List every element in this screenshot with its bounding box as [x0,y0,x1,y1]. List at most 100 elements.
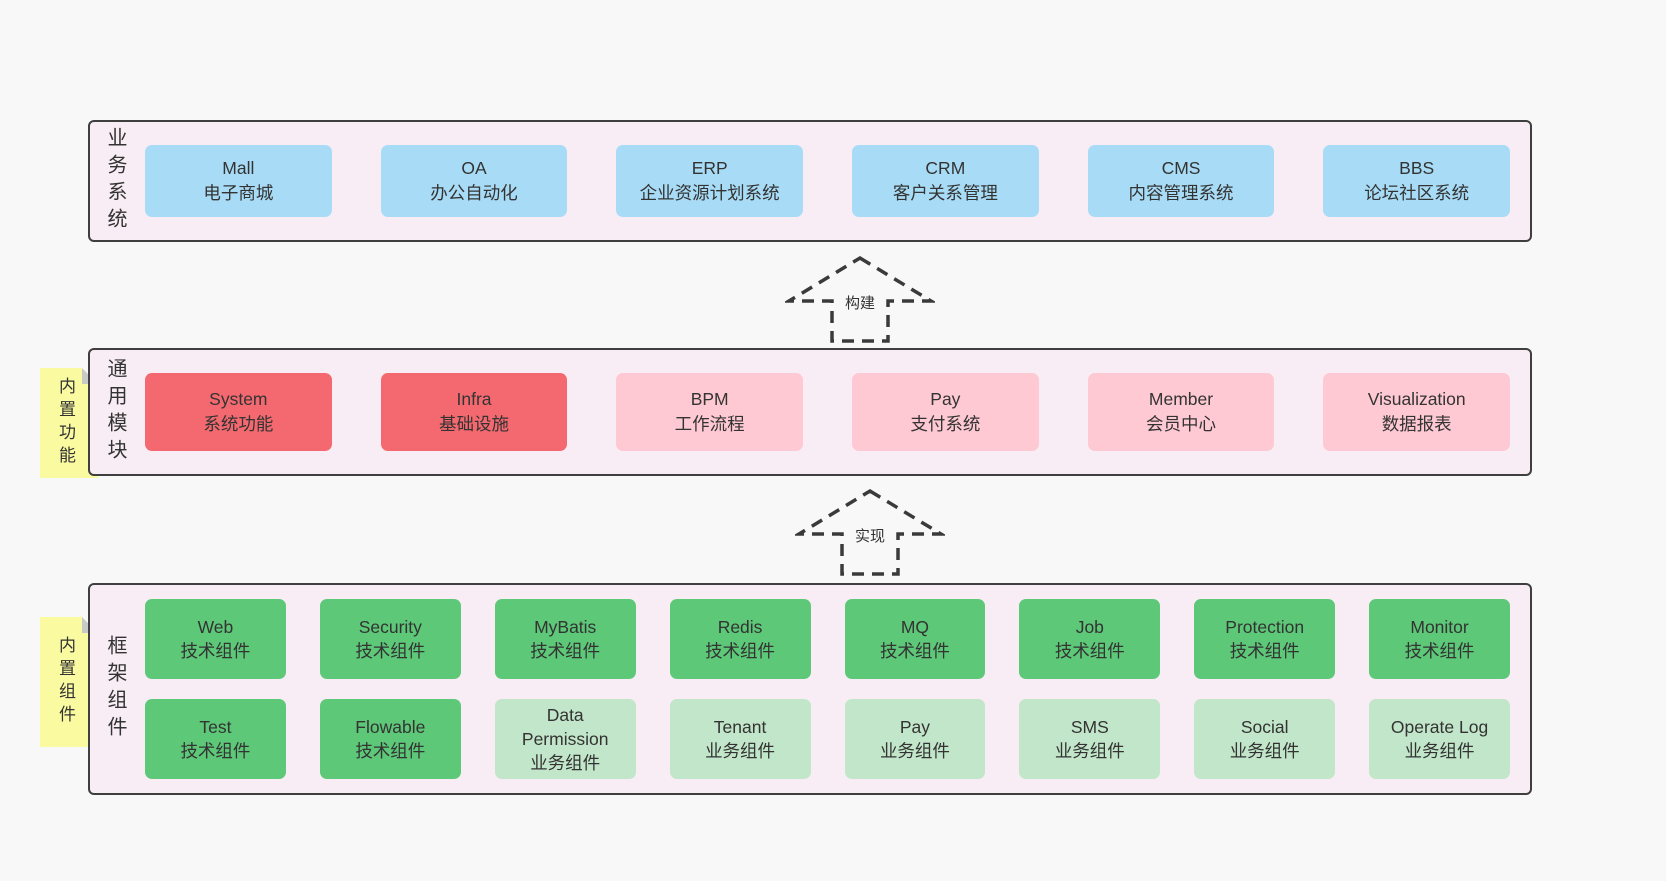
box-subtitle: 企业资源计划系统 [639,183,780,203]
box-subtitle: 技术组件 [530,641,601,661]
box-subtitle: 技术组件 [879,641,950,661]
layer-label-framework-components: 框架组件 [104,635,126,743]
layer-common-modules: 通用模块 System 系统功能 Infra 基础设施 BPM 工作流程 Pay… [88,348,1532,476]
build-arrow: 构建 [785,254,935,344]
box-redis: Redis 技术组件 [669,599,811,679]
box-subtitle: 电子商城 [203,183,274,203]
box-subtitle: 论坛社区系统 [1364,183,1470,203]
layer-label-common-modules: 通用模块 [104,358,126,466]
box-job: Job 技术组件 [1019,599,1161,679]
box-visualization: Visualization 数据报表 [1323,373,1511,451]
box-mybatis: MyBatis 技术组件 [494,599,636,679]
box-crm: CRM 客户关系管理 [852,145,1039,217]
layer-business-systems: 业务系统 Mall 电子商城 OA 办公自动化 ERP 企业资源计划系统 CRM… [88,120,1532,242]
box-subtitle: 办公自动化 [430,183,518,203]
box-bpm: BPM 工作流程 [616,373,804,451]
box-title: Protection [1225,617,1305,637]
box-subtitle: 业务组件 [1404,741,1475,761]
box-title: Test [199,717,232,737]
box-subtitle: 业务组件 [879,741,950,761]
box-protection: Protection 技术组件 [1194,599,1336,679]
up-arrow-icon [795,488,945,576]
box-title: ERP [691,158,728,178]
box-title: SMS [1070,717,1109,737]
implement-arrow-label: 实现 [850,524,890,547]
box-title: Tenant [713,717,767,737]
components-row-1: Web 技术组件 Security 技术组件 MyBatis 技术组件 Redi… [145,599,1510,679]
box-test: Test 技术组件 [145,699,286,779]
box-title: Member [1148,389,1214,409]
box-subtitle: 业务组件 [1054,741,1125,761]
box-title: Data Permission [521,705,609,749]
box-mq: MQ 技术组件 [844,599,986,679]
box-subtitle: 技术组件 [1054,641,1125,661]
box-sms: SMS 业务组件 [1019,699,1161,779]
box-title: Security [358,617,422,637]
box-erp: ERP 企业资源计划系统 [616,145,804,217]
common-modules-row: System 系统功能 Infra 基础设施 BPM 工作流程 Pay 支付系统… [145,350,1511,474]
box-subtitle: 技术组件 [180,641,251,661]
box-title: Flowable [355,717,426,737]
box-title: Monitor [1410,617,1469,637]
box-title: Job [1075,617,1104,637]
box-title: Redis [717,617,763,637]
box-subtitle: 内容管理系统 [1128,183,1234,203]
box-subtitle: 技术组件 [1404,641,1475,661]
box-operate-log: Operate Log 业务组件 [1369,699,1510,779]
sticky-note-label: 内置功能 [56,377,76,469]
components-row-2: Test 技术组件 Flowable 技术组件 Data Permission … [145,699,1510,779]
box-title: Web [197,617,234,637]
box-data-permission: Data Permission 业务组件 [494,699,636,779]
box-title: Operate Log [1390,717,1489,737]
box-subtitle: 技术组件 [355,741,426,761]
build-arrow-label: 构建 [840,291,880,314]
box-title: Social [1240,717,1289,737]
box-subtitle: 业务组件 [1229,741,1300,761]
box-title: System [209,389,268,409]
box-monitor: Monitor 技术组件 [1369,599,1510,679]
box-subtitle: 技术组件 [705,641,776,661]
box-web: Web 技术组件 [145,599,286,679]
box-title: Infra [456,389,492,409]
box-subtitle: 技术组件 [180,741,251,761]
box-tenant: Tenant 业务组件 [669,699,811,779]
framework-components-grid: Web 技术组件 Security 技术组件 MyBatis 技术组件 Redi… [145,599,1510,779]
box-system: System 系统功能 [145,373,332,451]
up-arrow-icon [785,255,935,343]
box-cms: CMS 内容管理系统 [1087,145,1275,217]
box-subtitle: 数据报表 [1381,414,1452,434]
box-title: BPM [690,389,729,409]
box-subtitle: 客户关系管理 [892,183,998,203]
box-subtitle: 基础设施 [439,414,509,434]
box-member: Member 会员中心 [1087,373,1275,451]
box-title: Pay [930,389,961,409]
box-pay-business: Pay 业务组件 [844,699,986,779]
box-infra: Infra 基础设施 [380,373,568,451]
box-title: MQ [900,617,930,637]
box-social: Social 业务组件 [1194,699,1336,779]
box-title: Visualization [1367,389,1466,409]
box-subtitle: 会员中心 [1146,414,1217,434]
box-title: MyBatis [534,617,597,637]
sticky-note-label: 内置组件 [56,636,76,728]
box-pay: Pay 支付系统 [852,373,1039,451]
box-subtitle: 支付系统 [910,414,981,434]
box-title: Mall [222,158,255,178]
box-title: CRM [925,158,966,178]
business-systems-row: Mall 电子商城 OA 办公自动化 ERP 企业资源计划系统 CRM 客户关系… [145,122,1511,240]
box-subtitle: 业务组件 [705,741,776,761]
box-title: OA [461,158,487,178]
box-subtitle: 技术组件 [355,641,426,661]
box-bbs: BBS 论坛社区系统 [1323,145,1511,217]
layer-framework-components: 框架组件 Web 技术组件 Security 技术组件 MyBatis 技术组件… [88,583,1532,795]
box-oa: OA 办公自动化 [380,145,568,217]
box-subtitle: 技术组件 [1229,641,1300,661]
box-title: BBS [1399,158,1435,178]
implement-arrow: 实现 [795,487,945,577]
layer-label-business-systems: 业务系统 [104,127,126,235]
box-subtitle: 业务组件 [530,753,601,773]
box-subtitle: 系统功能 [203,414,274,434]
box-flowable: Flowable 技术组件 [319,699,461,779]
box-mall: Mall 电子商城 [145,145,332,217]
